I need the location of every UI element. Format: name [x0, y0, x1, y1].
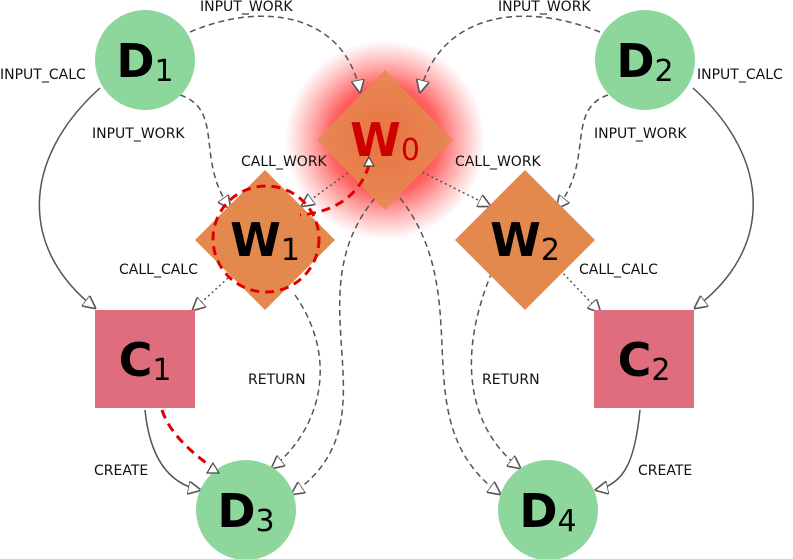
node-c2[interactable]: C2	[594, 310, 694, 408]
highlight-w0-to-w1	[299, 164, 371, 217]
edge-return-w1-d3	[272, 294, 321, 468]
edge-call-work-w0-w1	[302, 169, 353, 206]
node-d2-shape	[595, 10, 695, 110]
label-input-work-d1-w0: INPUT_WORK	[200, 0, 293, 15]
node-d1-letter: D	[116, 34, 154, 88]
node-d3-sub: 3	[256, 504, 275, 539]
svg-text:W1: W1	[230, 213, 300, 268]
edge-input-work-d2-w2	[557, 94, 609, 208]
label-call-work-w0-w1: CALL_WORK	[241, 154, 328, 170]
node-d3[interactable]: D3	[196, 460, 296, 559]
edge-create-c1-d3	[144, 409, 200, 490]
label-input-work-d2-w2: INPUT_WORK	[594, 126, 687, 142]
node-d1[interactable]: D1	[95, 10, 195, 110]
label-call-work-w0-w2: CALL_WORK	[455, 154, 542, 170]
label-input-work-d1-w1: INPUT_WORK	[92, 126, 185, 142]
edge-return-w2-d4	[470, 271, 520, 468]
node-c1-shape	[95, 310, 195, 408]
edge-input-work-d1-w1	[179, 94, 230, 208]
svg-text:D2: D2	[616, 34, 673, 89]
svg-text:W0: W0	[350, 113, 420, 168]
node-w0-shape	[317, 70, 453, 210]
node-w2-letter: W	[490, 213, 541, 267]
node-c1-letter: C	[119, 333, 153, 387]
label-create-c1-d3: CREATE	[94, 463, 148, 479]
edge-create-c2-d4	[596, 409, 641, 490]
node-d3-letter: D	[217, 484, 255, 538]
svg-text:D1: D1	[116, 34, 173, 89]
node-d3-shape	[196, 460, 296, 559]
w1-highlight-ring	[211, 184, 321, 294]
node-d2-sub: 2	[655, 54, 674, 89]
svg-text:D3: D3	[217, 484, 274, 539]
svg-text:C2: C2	[618, 333, 671, 388]
edge-input-work-d2-w0	[420, 15, 601, 92]
edge-input-calc-d2-c2	[693, 87, 754, 308]
highlight-start-marker	[362, 155, 376, 167]
node-c2-letter: C	[618, 333, 652, 387]
highlight-end-marker	[205, 461, 221, 474]
label-input-calc-d2-c2: INPUT_CALC	[697, 67, 783, 83]
edge-input-calc-d1-c1	[38, 87, 101, 308]
node-w0-sub: 0	[401, 133, 420, 168]
node-c1[interactable]: C1	[95, 310, 195, 408]
edge-call-work-w0-w2	[417, 169, 490, 206]
label-call-calc-w2-c2: CALL_CALC	[579, 262, 658, 278]
node-w1[interactable]: W1	[195, 170, 335, 310]
node-d4-sub: 4	[558, 504, 577, 539]
node-d2[interactable]: D2	[595, 10, 695, 110]
edges	[38, 15, 754, 494]
node-d4[interactable]: D4	[498, 460, 598, 559]
edge-labels: INPUT_WORK INPUT_WORK INPUT_CALC INPUT_C…	[0, 0, 783, 479]
label-create-c2-d4: CREATE	[638, 463, 692, 479]
node-d1-sub: 1	[155, 54, 174, 89]
node-d4-shape	[498, 460, 598, 559]
node-w2-shape	[455, 170, 595, 310]
node-w1-sub: 1	[281, 233, 300, 268]
node-d2-letter: D	[616, 34, 654, 88]
edge-w0-d3	[292, 197, 376, 494]
node-d1-shape	[95, 10, 195, 110]
svg-text:D4: D4	[519, 484, 576, 539]
label-input-calc-d1-c1: INPUT_CALC	[0, 67, 86, 83]
node-w0[interactable]: W0	[317, 70, 453, 210]
edge-call-calc-w1-c1	[193, 277, 229, 310]
node-w1-letter: W	[230, 213, 281, 267]
node-w2-sub: 2	[541, 233, 560, 268]
label-input-work-d2-w0: INPUT_WORK	[498, 0, 591, 15]
node-c2-sub: 2	[651, 353, 670, 388]
node-w2[interactable]: W2	[455, 170, 595, 310]
svg-text:W2: W2	[490, 213, 560, 268]
svg-text:C1: C1	[119, 333, 172, 388]
node-c2-shape	[594, 310, 694, 408]
highlight-c1-to-d3	[160, 409, 214, 470]
node-w1-shape	[195, 170, 335, 310]
node-d4-letter: D	[519, 484, 557, 538]
node-c1-sub: 1	[152, 353, 171, 388]
highlight-path	[160, 155, 376, 474]
label-return-w2: RETURN	[482, 372, 540, 388]
label-return-w1: RETURN	[248, 372, 306, 388]
label-call-calc-w1-c1: CALL_CALC	[119, 262, 198, 278]
node-w0-letter: W	[350, 113, 401, 167]
edge-input-work-d1-w0	[189, 15, 360, 92]
